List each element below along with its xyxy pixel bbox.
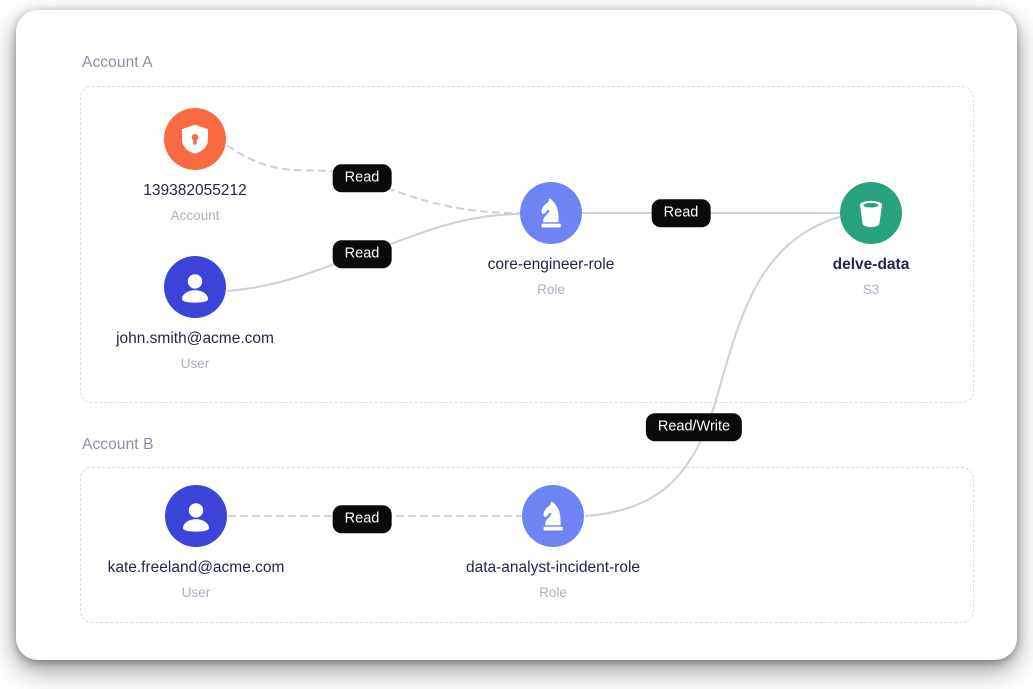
- node-label: kate.freeland@acme.com: [107, 559, 285, 576]
- group-title-account-b: Account B: [82, 436, 154, 453]
- node-user-john[interactable]: john.smith@acme.com User: [95, 256, 295, 372]
- diagram-card: Account A Account B: [16, 10, 1017, 660]
- node-sublabel: Role: [539, 584, 567, 600]
- node-label: 139382055212: [143, 182, 247, 199]
- node-role-data-analyst[interactable]: data-analyst-incident-role Role: [453, 485, 653, 601]
- node-sublabel: User: [180, 355, 210, 371]
- group-title-account-a: Account A: [82, 54, 153, 71]
- knight-chess-icon: [522, 485, 584, 547]
- node-sublabel: User: [181, 584, 211, 600]
- user-icon: [165, 485, 227, 547]
- node-user-kate[interactable]: kate.freeland@acme.com User: [96, 485, 296, 601]
- node-sublabel: Account: [170, 207, 220, 223]
- group-box-account-a: [80, 86, 974, 403]
- edge-badge-account-to-core-role[interactable]: Read: [332, 164, 392, 192]
- node-bucket-delve-data[interactable]: delve-data S3: [771, 182, 971, 298]
- user-icon: [164, 256, 226, 318]
- bucket-icon: [840, 182, 902, 244]
- knight-chess-icon: [520, 182, 582, 244]
- node-label: delve-data: [832, 256, 910, 273]
- node-label: john.smith@acme.com: [116, 330, 274, 347]
- node-sublabel: Role: [537, 281, 565, 297]
- node-sublabel: S3: [862, 281, 880, 297]
- group-box-account-b: [80, 467, 974, 623]
- node-label: data-analyst-incident-role: [465, 559, 641, 576]
- edge-badge-core-role-to-bucket[interactable]: Read: [651, 199, 711, 227]
- node-account[interactable]: 139382055212 Account: [95, 108, 295, 224]
- node-label: core-engineer-role: [487, 256, 615, 273]
- edge-badge-kate-to-analyst-role[interactable]: Read: [332, 505, 392, 533]
- node-role-core-engineer[interactable]: core-engineer-role Role: [451, 182, 651, 298]
- shield-lock-icon: [164, 108, 226, 170]
- edge-badge-john-to-core-role[interactable]: Read: [332, 240, 392, 268]
- edge-badge-analyst-role-to-bucket[interactable]: Read/Write: [645, 413, 743, 441]
